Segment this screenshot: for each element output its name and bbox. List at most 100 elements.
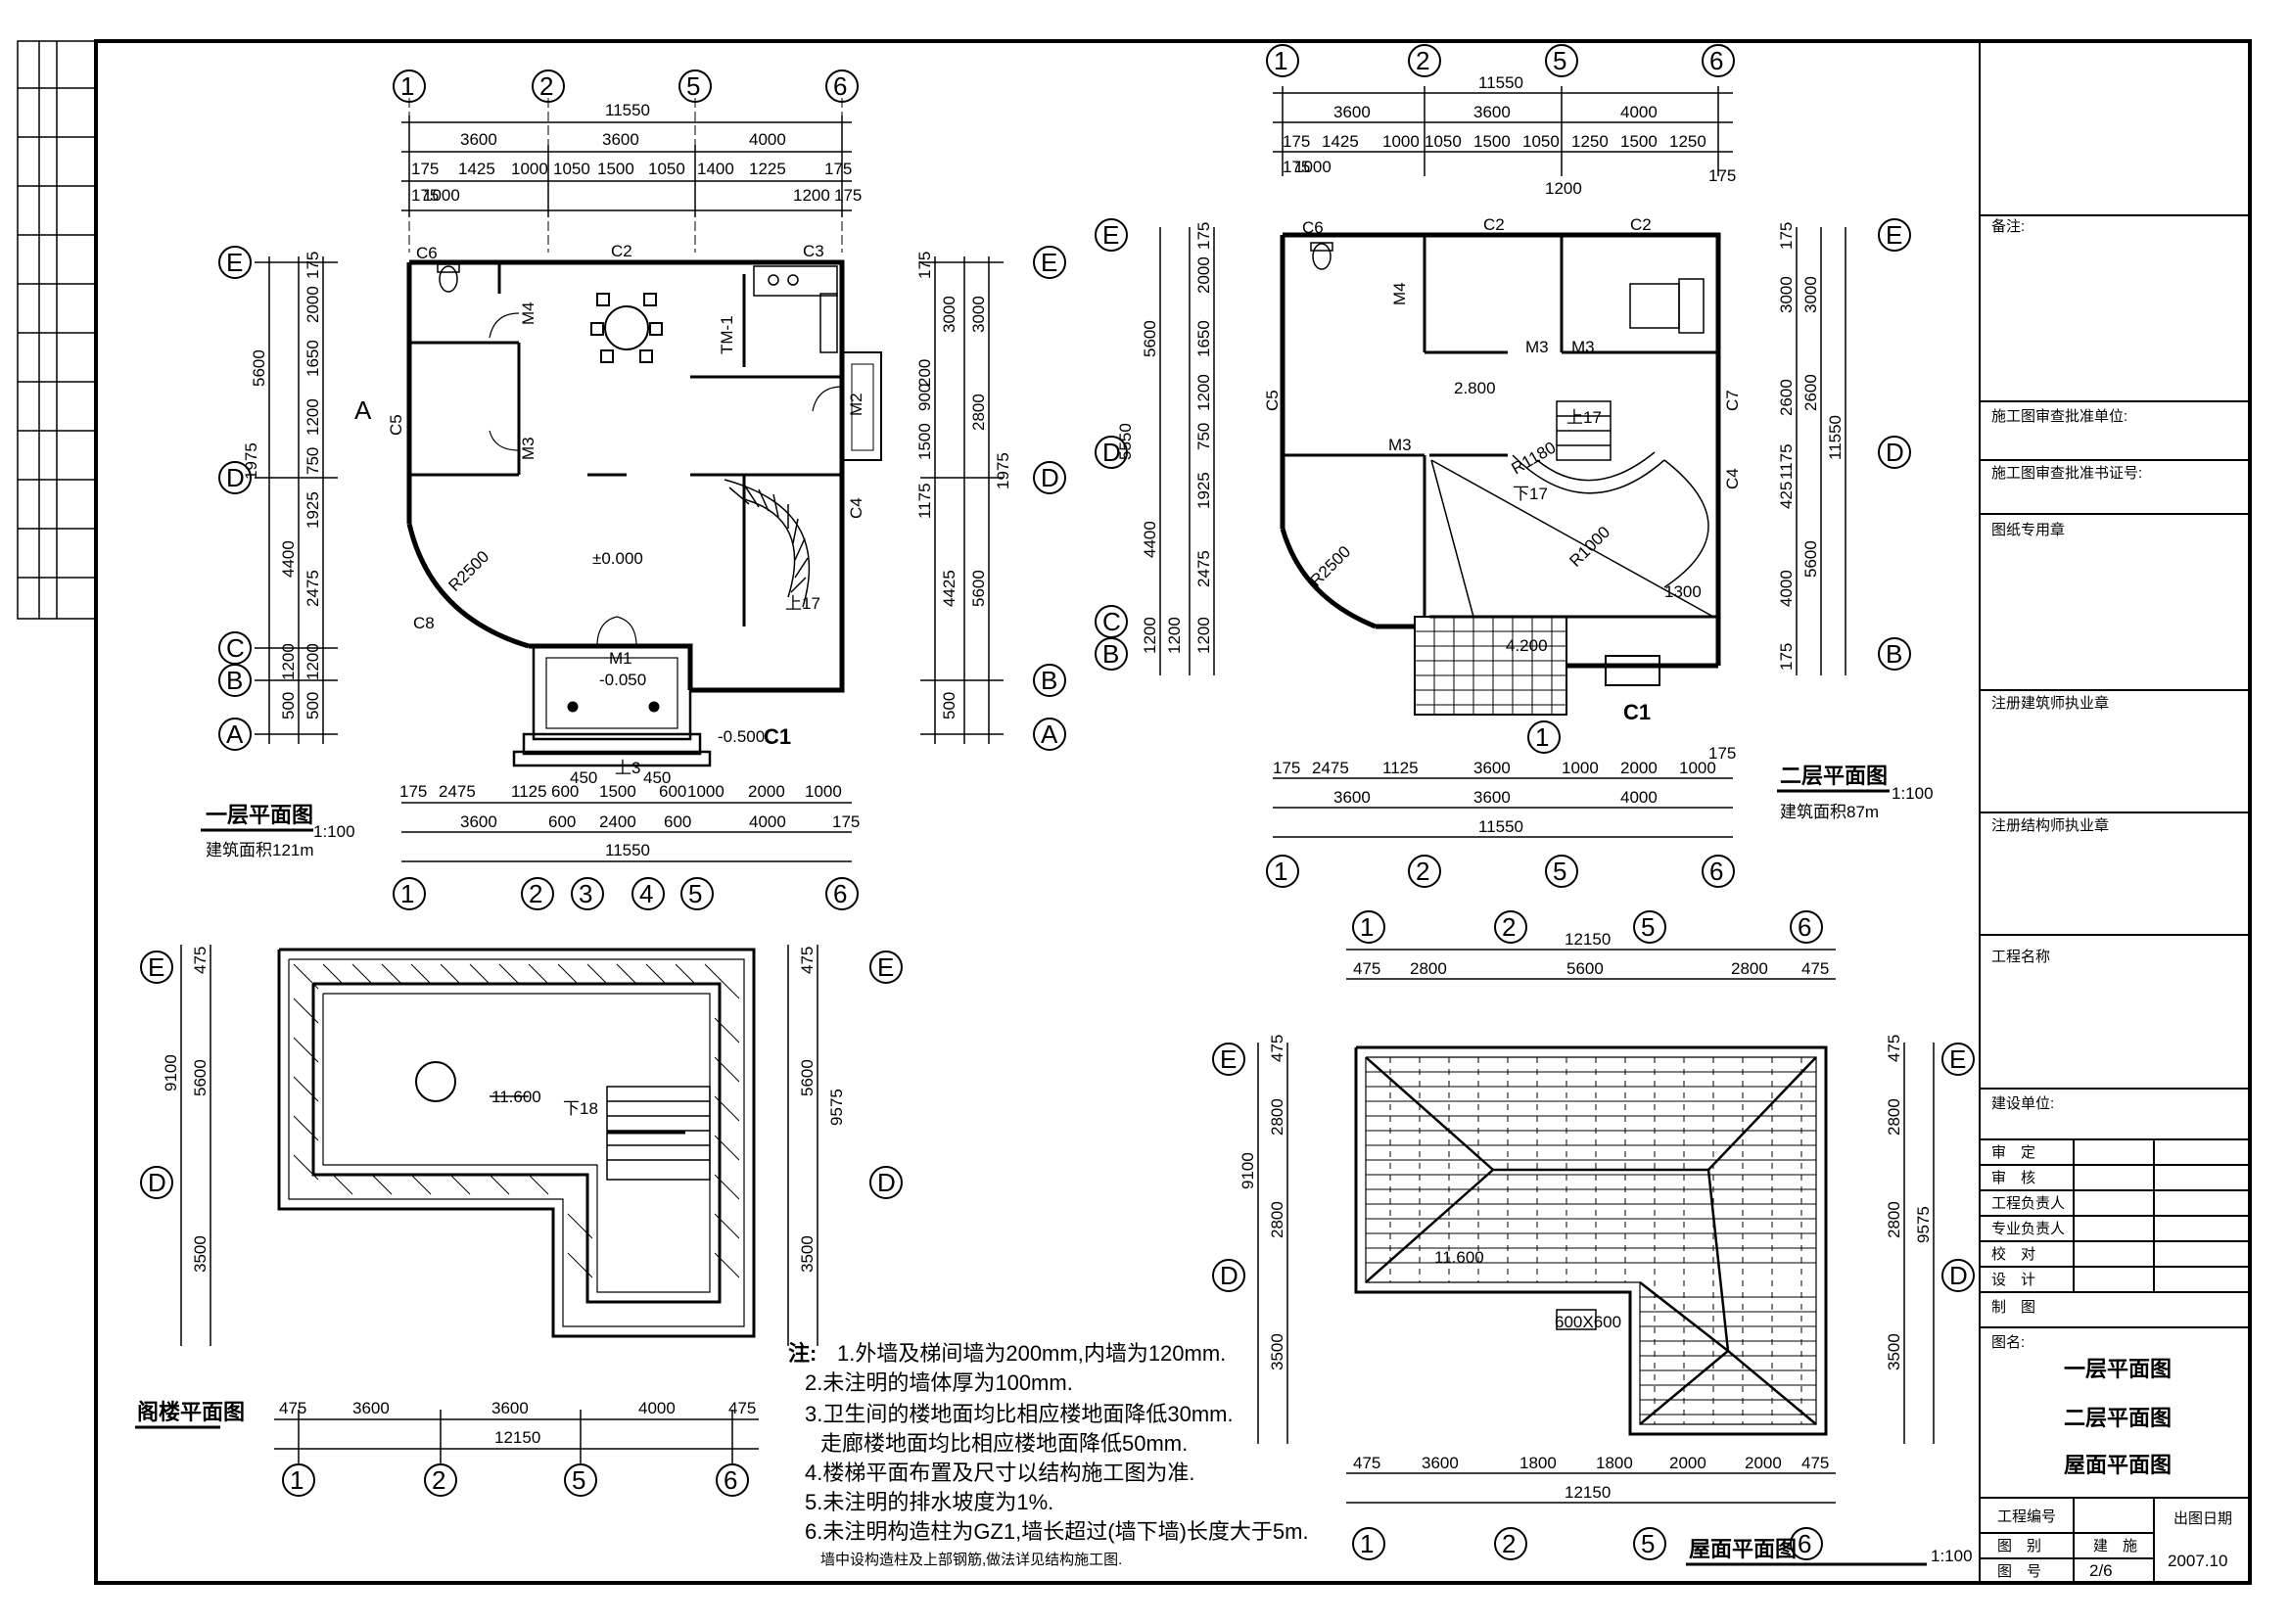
category-label: 图 别 bbox=[1997, 1538, 2041, 1554]
role-project-lead: 工程负责人 bbox=[1991, 1195, 2065, 1212]
ff-top2-4: 1050 bbox=[553, 160, 590, 178]
at-right-2: 5600 bbox=[798, 1059, 817, 1096]
sf-section-1: 1 bbox=[1535, 722, 1549, 752]
sf-top3-1: 175 bbox=[1283, 158, 1310, 176]
attic-water-tank bbox=[415, 1061, 456, 1102]
role-check: 校 对 bbox=[1991, 1246, 2035, 1263]
rf-bot-4: 1800 bbox=[1596, 1454, 1633, 1472]
ff-section-A: A bbox=[354, 395, 372, 425]
issue-date-value: 2007.10 bbox=[2168, 1552, 2227, 1570]
ff-right-1: 3000 bbox=[969, 296, 988, 333]
rf-left-4: 3500 bbox=[1268, 1333, 1286, 1370]
at-right-4: 475 bbox=[798, 947, 817, 974]
project-name-label: 工程名称 bbox=[1991, 949, 2050, 965]
at-axis-5: 5 bbox=[572, 1465, 585, 1495]
sf-label-R1000: R1000 bbox=[1566, 523, 1613, 571]
sf-right2-6: 4000 bbox=[1777, 570, 1796, 607]
sf-left2-6: 1925 bbox=[1194, 472, 1213, 509]
sf-axis-1-bottom: 1 bbox=[1274, 857, 1287, 886]
ff-axis-1-bottom: 1 bbox=[400, 879, 414, 908]
ff-bot1-10: 2000 bbox=[748, 782, 785, 801]
sf-top-3: 4000 bbox=[1620, 103, 1658, 121]
ff-bot2-6: 175 bbox=[832, 812, 860, 831]
ff-bot1-5: 600 bbox=[551, 782, 579, 801]
ff-label-M1: M1 bbox=[609, 649, 632, 668]
ff-scale: 1:100 bbox=[313, 822, 355, 841]
at-bot-4: 4000 bbox=[638, 1399, 676, 1417]
sf-label-M3b: M3 bbox=[1571, 338, 1595, 356]
sf-bot1-2: 2475 bbox=[1312, 759, 1349, 777]
ff-bot1-7: 450 bbox=[643, 768, 671, 787]
at-axis-2: 2 bbox=[432, 1465, 445, 1495]
rf-left-1: 9100 bbox=[1238, 1152, 1257, 1189]
rf-total-bottom: 12150 bbox=[1565, 1483, 1611, 1502]
ff-top-dim-3: 4000 bbox=[749, 130, 786, 149]
ff-top3-4: 175 bbox=[834, 186, 862, 205]
roof-text: 1 2 5 6 1 2 5 6 E D E D 12150 475 2800 5… bbox=[1220, 912, 1973, 1565]
sf-left-5: 1200 bbox=[1165, 617, 1184, 654]
sf-axis-2-top: 2 bbox=[1416, 46, 1429, 75]
ff-axis-6-top: 6 bbox=[833, 71, 847, 101]
note-3b: 走廊楼地面均比相应楼地面降低50mm. bbox=[820, 1431, 1188, 1456]
review-cert-label: 施工图审查批准书证号: bbox=[1991, 465, 2142, 482]
ff-label-C4: C4 bbox=[847, 497, 865, 519]
sf-label-C2b: C2 bbox=[1630, 215, 1652, 234]
second-floor-plan bbox=[1095, 44, 1911, 888]
ff-label-M2: M2 bbox=[847, 393, 865, 416]
ff-label-C1: C1 bbox=[764, 724, 791, 749]
ff-axis-B-left: B bbox=[226, 666, 243, 695]
sf-axis-2-bottom: 2 bbox=[1416, 857, 1429, 886]
ff-top3-1: 175 bbox=[411, 186, 439, 205]
sf-axis-E-left: E bbox=[1102, 220, 1119, 250]
ff-left-1: 5600 bbox=[250, 349, 268, 387]
ff-left-3: 4400 bbox=[279, 540, 298, 578]
rf-right-2: 2800 bbox=[1885, 1098, 1903, 1136]
sf-bot2-2: 3600 bbox=[1473, 788, 1511, 807]
rf-axis-D-left: D bbox=[1220, 1261, 1238, 1290]
roof-plan bbox=[1212, 910, 1975, 1560]
sf-axis-5-bottom: 5 bbox=[1553, 857, 1566, 886]
at-title: 阁楼平面图 bbox=[137, 1400, 245, 1424]
ff-right2-7: 4425 bbox=[940, 570, 958, 607]
ff-axis-2-bottom: 2 bbox=[529, 879, 542, 908]
sf-stair-down: 下17 bbox=[1513, 485, 1548, 503]
at-elev: 11.600 bbox=[491, 1088, 541, 1106]
at-left-2: 5600 bbox=[191, 1059, 210, 1096]
sf-right2-4: 1175 bbox=[1777, 443, 1796, 480]
at-left-3: 3500 bbox=[191, 1235, 210, 1273]
rf-right-4: 3500 bbox=[1885, 1333, 1903, 1370]
ff-bot2-3: 2400 bbox=[599, 812, 636, 831]
sf-right-1: 3000 bbox=[1801, 276, 1820, 313]
ff-top3-2: 1000 bbox=[423, 186, 460, 205]
note-1: 1.外墙及梯间墙为200mm,内墙为120mm. bbox=[837, 1341, 1226, 1366]
rf-scale: 1:100 bbox=[1931, 1547, 1973, 1565]
ff-top2-5: 1500 bbox=[597, 160, 634, 178]
ff-left2-6: 1925 bbox=[304, 491, 322, 529]
sf-left2-7: 2475 bbox=[1194, 550, 1213, 587]
ff-total-dim: 11550 bbox=[605, 101, 650, 119]
sf-bot1-8: 175 bbox=[1708, 744, 1736, 763]
sf-area: 建筑面积87m bbox=[1780, 803, 1879, 821]
sf-balcony-tiles bbox=[1414, 616, 1567, 716]
ff-bot1-1: 175 bbox=[399, 782, 427, 801]
sf-top2-6: 1050 bbox=[1522, 132, 1560, 151]
ff-area: 建筑面积121m bbox=[206, 841, 314, 859]
note-5: 5.未注明的排水坡度为1%. bbox=[805, 1490, 1053, 1514]
at-bot-2: 3600 bbox=[352, 1399, 390, 1417]
sf-bot-total: 11550 bbox=[1478, 817, 1523, 836]
sf-label-C6: C6 bbox=[1302, 218, 1324, 237]
rf-elev: 11.600 bbox=[1434, 1248, 1484, 1267]
at-axis-E-left: E bbox=[148, 952, 164, 982]
structural-stamp-label: 注册结构师执业章 bbox=[1991, 816, 2109, 834]
ff-right2-5: 1500 bbox=[915, 423, 934, 460]
ff-axis-5-bottom: 5 bbox=[688, 879, 702, 908]
ff-bot2-1: 3600 bbox=[460, 812, 497, 831]
sf-axis-B-left: B bbox=[1102, 639, 1119, 669]
rf-axis-D-right: D bbox=[1949, 1261, 1968, 1290]
rf-bot-3: 1800 bbox=[1519, 1454, 1557, 1472]
kitchen-counter-icon bbox=[753, 265, 838, 353]
sf-axis-D-right: D bbox=[1886, 438, 1904, 467]
rf-axis-1-bottom: 1 bbox=[1360, 1529, 1374, 1558]
sf-right-3: 11550 bbox=[1826, 415, 1845, 460]
rf-top-5: 475 bbox=[1801, 959, 1829, 978]
